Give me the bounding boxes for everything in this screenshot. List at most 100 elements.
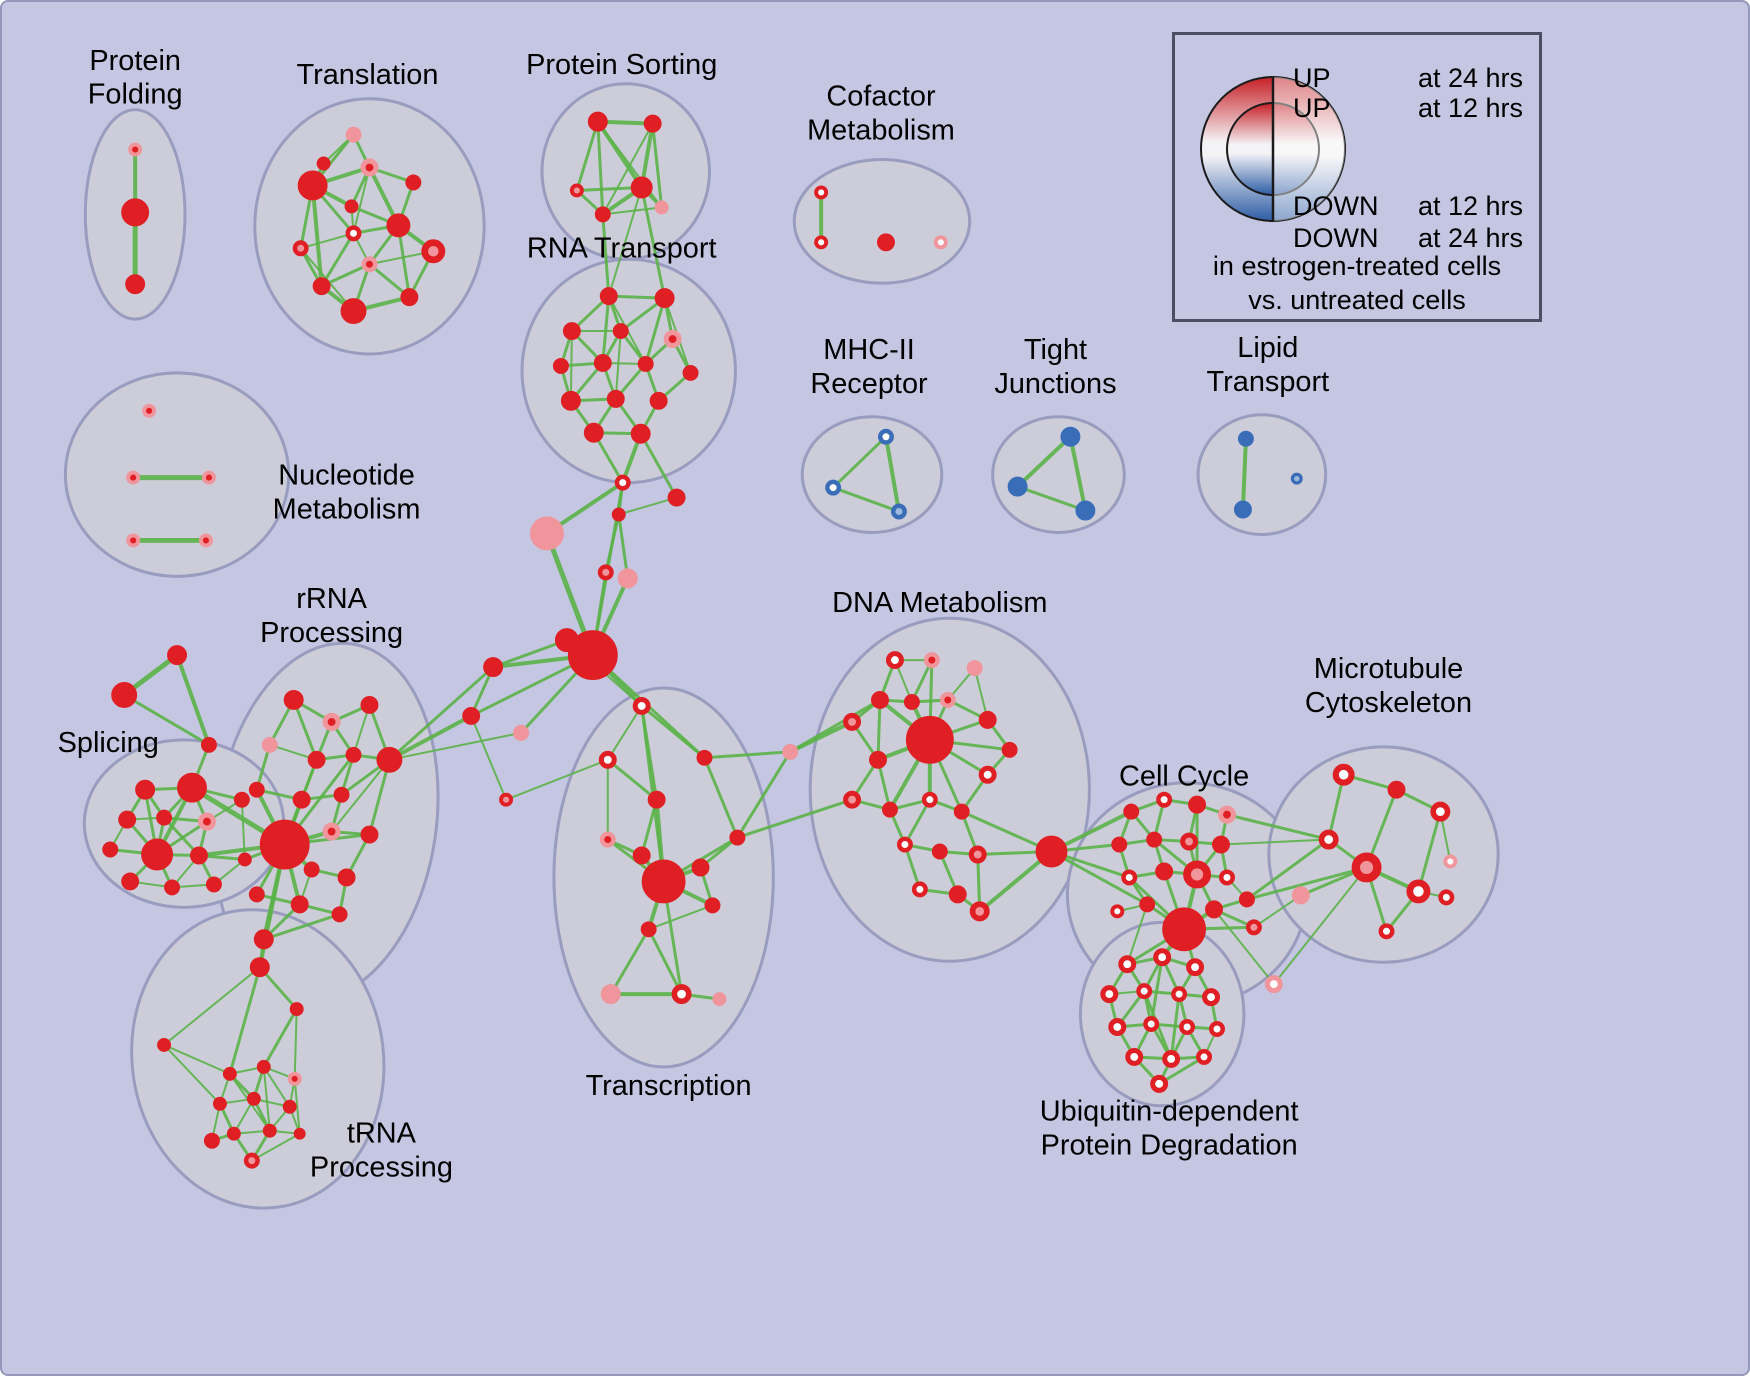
network-edge <box>876 698 882 762</box>
cluster-ellipse-nucleotide-metabolism <box>63 371 291 578</box>
gene-node <box>331 906 348 923</box>
gene-node <box>599 831 616 848</box>
network-edge <box>639 432 679 500</box>
gene-node <box>1146 831 1163 848</box>
gene-node <box>282 1099 297 1114</box>
network-edge <box>1252 894 1302 929</box>
legend-direction: DOWN <box>1293 191 1379 221</box>
network-edge <box>122 693 211 747</box>
gene-node <box>259 819 310 870</box>
gene-node <box>1430 801 1451 822</box>
gene-node <box>641 859 686 904</box>
network-edge <box>647 904 714 931</box>
network-edge <box>644 296 667 366</box>
network-edge <box>735 750 792 840</box>
network-edge <box>396 223 411 299</box>
gene-node <box>923 652 940 669</box>
cluster-ellipse-tight-junctions <box>991 415 1126 534</box>
network-edge <box>614 330 622 400</box>
gene-node <box>1218 869 1235 886</box>
network-edge <box>470 714 508 801</box>
gene-node <box>1212 835 1230 854</box>
gene-node <box>1162 1049 1181 1068</box>
gene-node <box>843 790 862 809</box>
network-edge <box>262 1007 299 1069</box>
gene-node <box>322 822 341 841</box>
gene-node <box>968 845 987 864</box>
gene-node <box>1209 1021 1225 1037</box>
network-edge <box>388 731 523 761</box>
network-edge <box>1245 838 1331 901</box>
network-edge <box>1016 485 1087 513</box>
gene-node <box>671 984 692 1005</box>
legend-caption: in estrogen-treated cells vs. untreated … <box>1175 249 1539 317</box>
gene-node <box>261 736 278 753</box>
network-edge <box>163 1043 231 1075</box>
network-edge <box>788 698 882 754</box>
gene-node <box>966 660 983 677</box>
gene-node <box>630 423 651 444</box>
gene-node <box>598 750 617 769</box>
gene-node <box>293 1127 306 1140</box>
gene-node <box>654 200 669 215</box>
right-half-lighter-overlay <box>1273 77 1345 221</box>
network-edge <box>596 120 605 216</box>
gene-node <box>704 897 721 914</box>
network-edge <box>1245 865 1369 901</box>
gene-node <box>614 474 631 491</box>
gene-node <box>121 198 150 227</box>
gene-node <box>405 174 422 191</box>
gene-node <box>825 479 842 496</box>
cluster-label-protein-sorting: Protein Sorting <box>526 49 717 81</box>
gene-node <box>345 126 362 143</box>
network-edge <box>606 704 643 761</box>
gene-node <box>287 1071 302 1086</box>
gene-node <box>197 812 216 831</box>
gene-node <box>1001 741 1018 758</box>
gene-node <box>814 185 829 200</box>
gene-node <box>562 322 581 341</box>
gene-node <box>307 750 326 769</box>
gene-node <box>1332 763 1355 786</box>
network-edge <box>330 758 391 833</box>
gene-node <box>1202 988 1220 1007</box>
network-edge <box>640 185 667 300</box>
network-edge <box>163 1043 221 1105</box>
gene-node <box>233 791 250 808</box>
gene-node <box>337 868 356 887</box>
gene-node <box>243 1152 260 1169</box>
network-edge <box>1240 436 1248 512</box>
network-edge <box>262 912 342 941</box>
gene-node <box>1318 829 1339 850</box>
legend-time: at 24 hrs <box>1417 223 1523 253</box>
gene-node <box>599 287 618 306</box>
gene-node <box>121 872 140 891</box>
gene-node <box>530 516 564 551</box>
gene-node <box>569 183 584 198</box>
gene-node <box>360 158 379 177</box>
network-edge <box>883 434 901 514</box>
gene-node <box>953 803 970 820</box>
gene-node <box>156 809 173 826</box>
cluster-label-rna-transport: RNA Transport <box>527 232 717 264</box>
gene-node <box>978 710 997 729</box>
gene-node <box>1007 476 1028 497</box>
network-edge <box>228 965 262 1076</box>
gene-node <box>102 841 119 858</box>
gene-node <box>896 836 913 853</box>
gene-node <box>643 114 662 133</box>
gene-node <box>877 428 894 445</box>
cluster-ellipse-trna-processing <box>130 908 386 1210</box>
network-edge <box>601 212 611 298</box>
network-edge <box>735 798 854 840</box>
gene-node <box>1180 832 1199 851</box>
network-edge <box>903 798 932 847</box>
gene-node <box>212 1096 227 1111</box>
cluster-label-dna-metabolism: DNA Metabolism <box>832 587 1047 619</box>
network-edge <box>703 756 739 840</box>
network-edge <box>262 1065 271 1132</box>
gene-node <box>1188 795 1207 814</box>
gene-node <box>1100 985 1119 1004</box>
